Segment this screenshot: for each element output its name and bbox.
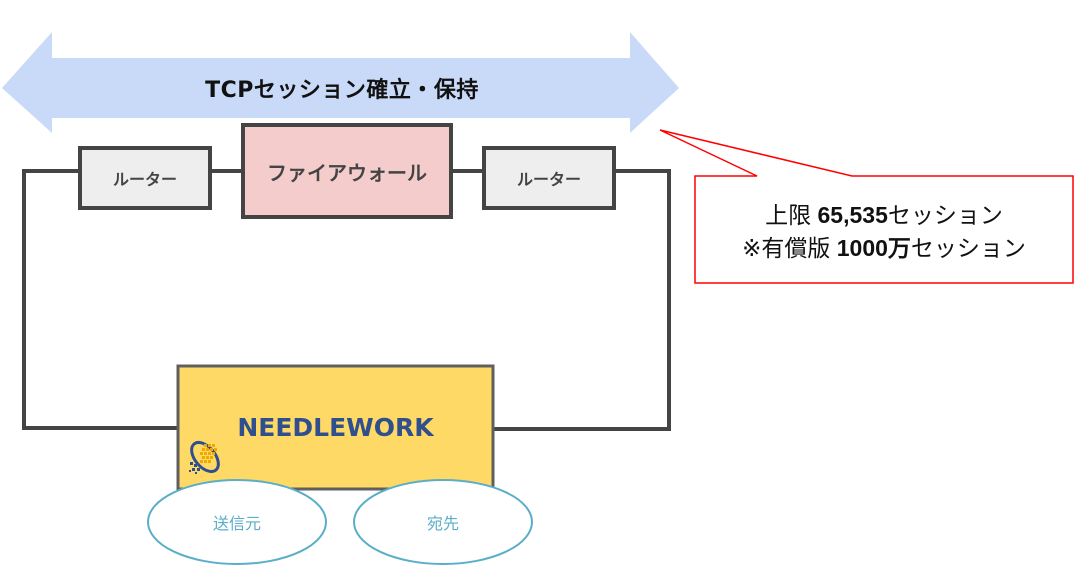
callout-limit-value: 65,535 xyxy=(817,202,888,228)
needlework-logo-icon xyxy=(189,440,220,474)
router-left-box xyxy=(78,146,212,210)
destination-label: 宛先 xyxy=(426,514,459,533)
session-double-arrow xyxy=(2,32,679,133)
callout-paid-suffix: セッション xyxy=(910,235,1026,261)
source-label: 送信元 xyxy=(212,514,261,533)
callout-text: 上限 65,535セッション ※有償版 1000万セッション xyxy=(697,192,1071,272)
router-left-label: ルーター xyxy=(112,170,177,189)
destination-ellipse xyxy=(353,479,533,565)
source-ellipse xyxy=(147,479,327,565)
router-right-box xyxy=(482,146,616,210)
callout-limit-suffix: セッション xyxy=(887,202,1003,228)
needlework-label: NEEDLEWORK xyxy=(237,412,434,442)
callout-limit-prefix: 上限 xyxy=(765,202,818,228)
router-right-label: ルーター xyxy=(516,170,581,189)
callout-paid-value: 1000万 xyxy=(836,235,911,261)
firewall-label: ファイアウォール xyxy=(267,160,427,185)
callout-line-paid: ※有償版 1000万セッション xyxy=(742,232,1026,265)
needlework-box xyxy=(176,364,495,491)
callout-paid-prefix: ※有償版 xyxy=(742,235,837,261)
wire-left-loop xyxy=(22,169,177,430)
session-arrow-label: TCPセッション確立・保持 xyxy=(205,78,479,103)
callout-box xyxy=(659,129,1074,284)
firewall-box xyxy=(241,123,453,219)
wire-right-loop xyxy=(494,169,671,431)
callout-line-limit: 上限 65,535セッション xyxy=(765,199,1003,232)
